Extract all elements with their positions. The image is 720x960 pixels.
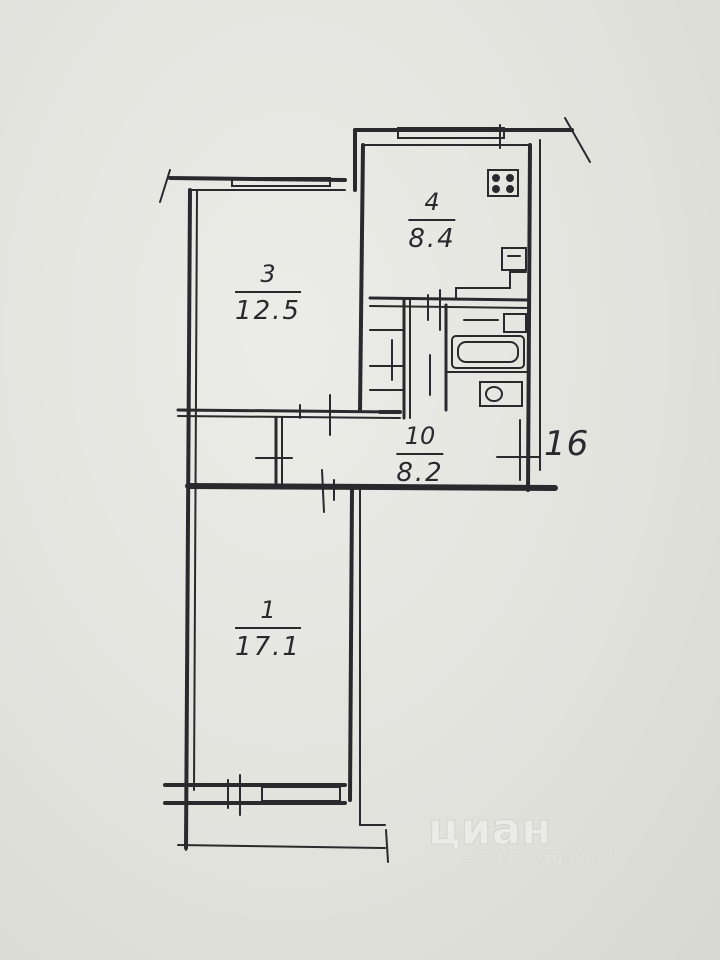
- wall-corridor-bottom: [185, 483, 558, 491]
- stove-burner-2: [506, 174, 514, 182]
- wall-cap-topright: [564, 117, 591, 163]
- wall-room3-bottom-inner: [177, 415, 401, 419]
- toilet-bowl: [485, 386, 503, 402]
- cian-watermark: циан +7 495 156-00-08: [428, 804, 619, 869]
- bathtub-icon: [451, 335, 525, 369]
- wall-cap-topleft: [159, 169, 171, 203]
- stove-burner-1: [492, 174, 500, 182]
- callout-label-16: 16: [544, 424, 590, 464]
- stove-icon: [487, 169, 519, 197]
- wall-left: [184, 188, 192, 850]
- wall-room3-bottom: [176, 408, 402, 414]
- wall-kitchen-bottom: [368, 296, 530, 302]
- window-room3: [231, 177, 331, 187]
- room-area: 8.2: [396, 458, 444, 488]
- window-kitchen: [397, 127, 505, 139]
- watermark-phone: +7 495 156-00-08: [462, 848, 619, 869]
- wall-kitchen-bottom-inner: [369, 305, 529, 309]
- room-label-4: 4 8.4: [408, 190, 456, 254]
- wall-room1-right: [348, 488, 354, 802]
- door-tick-room1: [321, 469, 325, 513]
- room-area: 12.5: [235, 296, 301, 326]
- dimension-tick-right: [385, 829, 389, 863]
- washbasin-icon: [503, 313, 527, 333]
- watermark-logo: циан: [428, 804, 553, 856]
- room-label-10: 10 8.2: [396, 424, 444, 488]
- windows: [227, 124, 505, 816]
- room-label-1: 1 17.1: [235, 598, 301, 660]
- room-number: 10: [396, 424, 444, 455]
- fixtures: [451, 169, 527, 407]
- stove-burner-4: [506, 185, 514, 193]
- kitchen-sink-icon: [501, 247, 527, 271]
- room-number: 3: [235, 262, 301, 293]
- bathtub-inner: [457, 341, 519, 363]
- stove-burner-3: [492, 185, 500, 193]
- room-area: 17.1: [235, 632, 301, 662]
- room-label-3: 3 12.5: [235, 262, 301, 324]
- wall-left-inner: [193, 189, 198, 791]
- kitchen-counter: [455, 271, 527, 299]
- wall-kitchen-left: [358, 143, 365, 412]
- room-number: 1: [235, 598, 301, 629]
- wall-right: [526, 143, 532, 492]
- dimension-line-bottom: [177, 844, 386, 849]
- interior-walls: [176, 289, 541, 513]
- toilet-icon: [479, 381, 523, 407]
- room-area: 8.4: [408, 224, 456, 254]
- window-room1: [261, 786, 341, 802]
- outer-walls: [159, 117, 591, 863]
- room-number: 4: [408, 190, 456, 221]
